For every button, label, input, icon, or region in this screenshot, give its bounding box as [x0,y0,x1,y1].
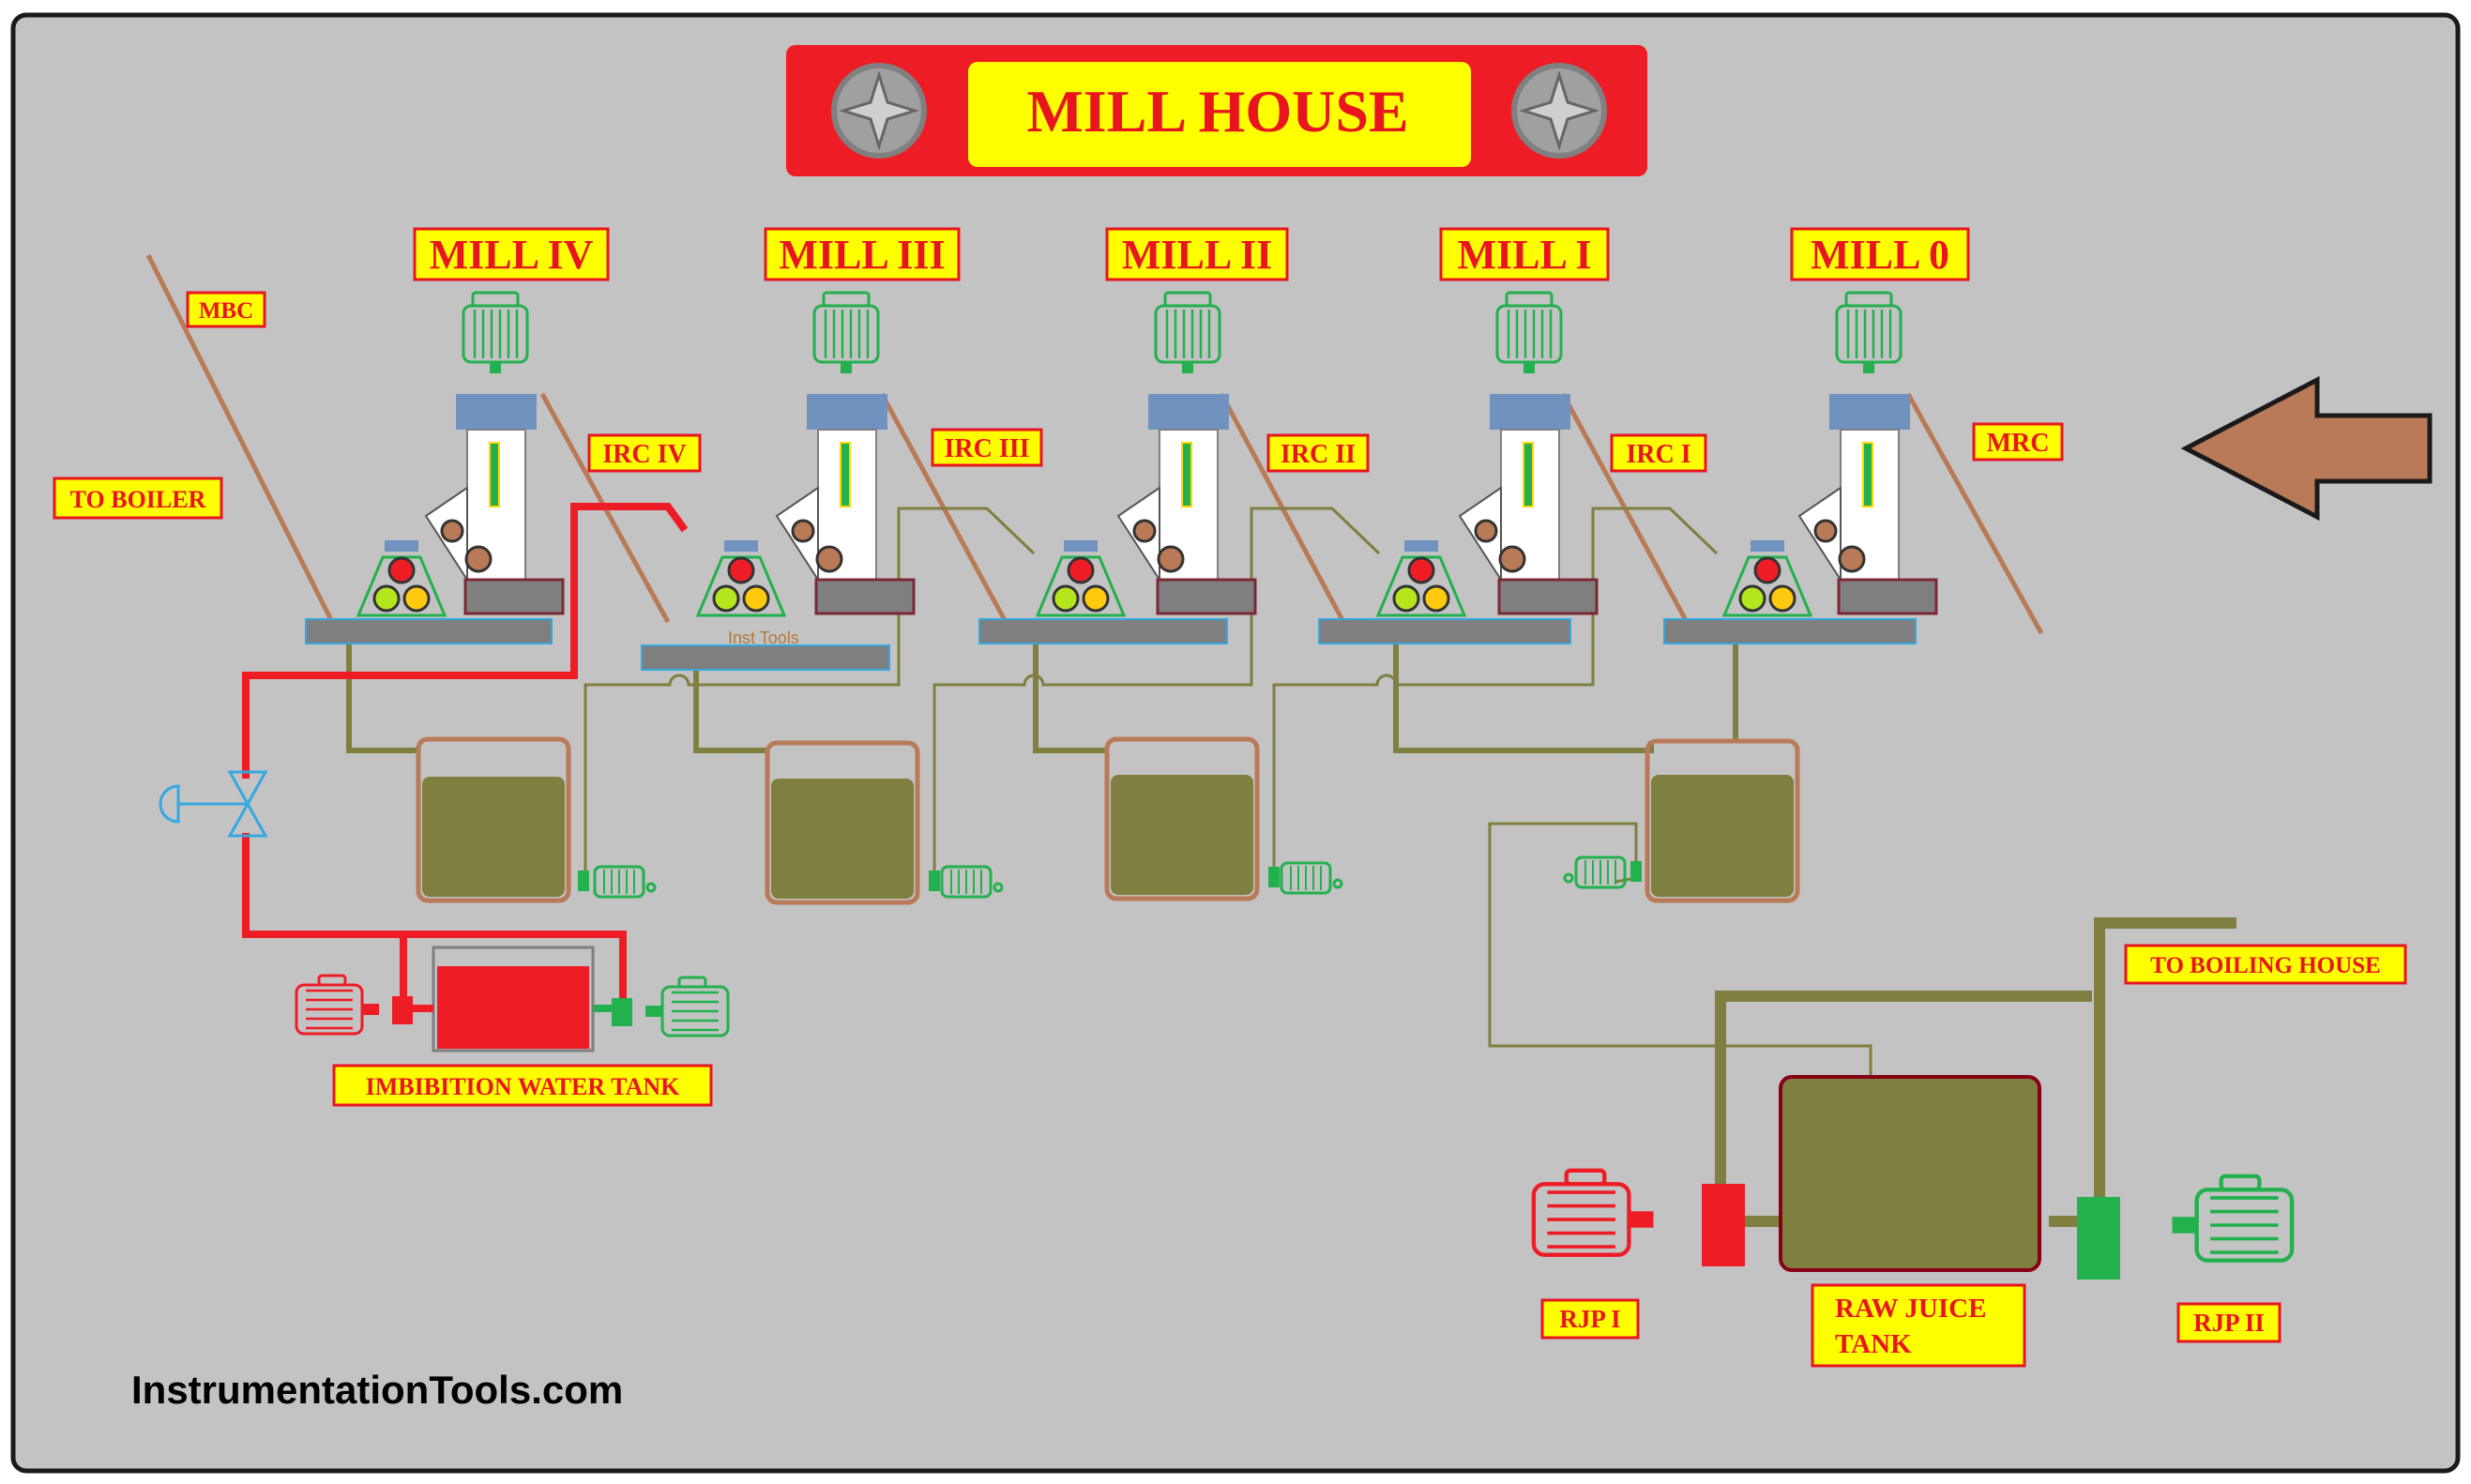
mill-ii-discharge-roller [1082,584,1110,613]
mill-iv-carrier-label: IRC IV [587,433,702,473]
mill-0-feed-roller [1738,584,1766,613]
mbc-label: MBC [186,291,266,328]
imbibition-tank-label: IMBIBITION WATER TANK [332,1064,713,1107]
svg-text:TO BOILER: TO BOILER [70,486,206,513]
title-banner: MILL HOUSE [786,45,1647,176]
mill-ii-gearbox [1148,394,1229,430]
mill-i-gearbox [1490,394,1570,430]
rjp-2-label: RJP II [2176,1302,2282,1343]
svg-text:TANK: TANK [1835,1329,1912,1359]
svg-text:MRC: MRC [1987,429,2050,458]
mill-iv-gearbox [456,394,537,430]
mill-iii-base-plate [641,644,890,671]
mill-ii-base-plate [978,618,1228,644]
juice-tank-mill-iv [416,736,571,903]
svg-text:IRC I: IRC I [1626,440,1690,469]
mill-iv-top-roller [387,556,416,584]
svg-text:MILL 0: MILL 0 [1811,232,1949,278]
rjp-2-coupling [2077,1197,2120,1280]
juice-tank-mill-i [1645,738,1800,903]
svg-text:IRC III: IRC III [944,434,1029,463]
mill-0-top-roller [1753,556,1781,584]
to-boiler-label: TO BOILER [53,477,223,520]
svg-text:IRC IV: IRC IV [602,440,686,469]
imbibition-water-line [242,503,689,1008]
mill-0-discharge-roller [1768,584,1796,613]
mill-iv-discharge-roller [402,584,431,613]
mill-ii-label: MILL II [1105,227,1289,281]
mrc-conveyor [1905,392,2044,635]
mill-iii-top-roller [727,556,755,584]
mill-0-gearbox [1829,394,1910,430]
mill-iv-feed-roller [372,584,401,613]
juice-tank-mill-ii [1104,736,1260,901]
mill-iii-carrier-label: IRC III [931,428,1043,467]
svg-text:TO BOILING HOUSE: TO BOILING HOUSE [2150,953,2380,978]
svg-text:IRC II: IRC II [1281,440,1356,469]
juice-tank-mill-iii [765,740,920,905]
mill-iii-label: MILL III [764,227,961,281]
mill-0-base-plate [1663,618,1917,644]
gear-emblem-right-icon [1514,66,1604,156]
mill-0-unit: MILL 0 MRC [1663,227,2064,644]
mill-iii-feed-roller [712,584,740,613]
brand-footer: InstrumentationTools.com [131,1368,623,1412]
svg-text:MILL I: MILL I [1457,232,1591,278]
svg-text:MILL IV: MILL IV [430,232,594,278]
mill-i-base-plate [1318,618,1571,644]
mill-i-unit: MILL I IRC I [1318,227,1707,644]
mill-iii-gearbox [807,394,887,430]
to-boiling-house-label: TO BOILING HOUSE [2124,944,2407,985]
cane-intake-arrow-icon [2180,375,2433,522]
mill-iii-discharge-roller [742,584,770,613]
svg-text:MILL III: MILL III [779,232,945,278]
watermark-text: Inst Tools [728,628,799,647]
gear-emblem-left-icon [834,66,924,156]
raw-juice-tank-label: RAW JUICE TANK [1811,1283,2026,1368]
page-title: MILL HOUSE [1026,78,1408,144]
mill-iii-unit: MILL III IRC III [641,227,1043,671]
imbibition-water-tank [403,946,623,1052]
svg-text:MILL II: MILL II [1122,232,1272,278]
rjp-1-label: RJP I [1540,1298,1640,1340]
mill-i-carrier-label: IRC I [1610,433,1707,473]
mill-ii-feed-roller [1052,584,1080,613]
svg-text:IMBIBITION WATER TANK: IMBIBITION WATER TANK [366,1073,680,1100]
mill-i-feed-roller [1392,584,1420,613]
mill-i-label: MILL I [1439,227,1610,281]
mill-0-carrier-label: MRC [1972,422,2064,462]
svg-text:RAW JUICE: RAW JUICE [1835,1294,1986,1324]
mill-i-top-roller [1407,556,1435,584]
mill-iv-base-plate [305,618,553,644]
mill-iv-unit: MILL IV IRC IV [305,227,702,644]
mbc-conveyor [145,253,335,624]
mill-iv-label: MILL IV [413,227,610,281]
imbibition-control-valve-icon [159,770,268,838]
svg-text:RJP II: RJP II [2193,1309,2265,1337]
mill-ii-top-roller [1067,556,1095,584]
svg-text:RJP I: RJP I [1559,1305,1620,1333]
mill-ii-carrier-label: IRC II [1266,433,1370,473]
mill-ii-unit: MILL II IRC II [978,227,1370,644]
mill-i-discharge-roller [1422,584,1450,613]
raw-juice-tank [1779,1075,2041,1272]
mill-0-label: MILL 0 [1790,227,1970,281]
svg-text:MBC: MBC [199,298,253,324]
rjp-1-coupling [1702,1184,1745,1266]
